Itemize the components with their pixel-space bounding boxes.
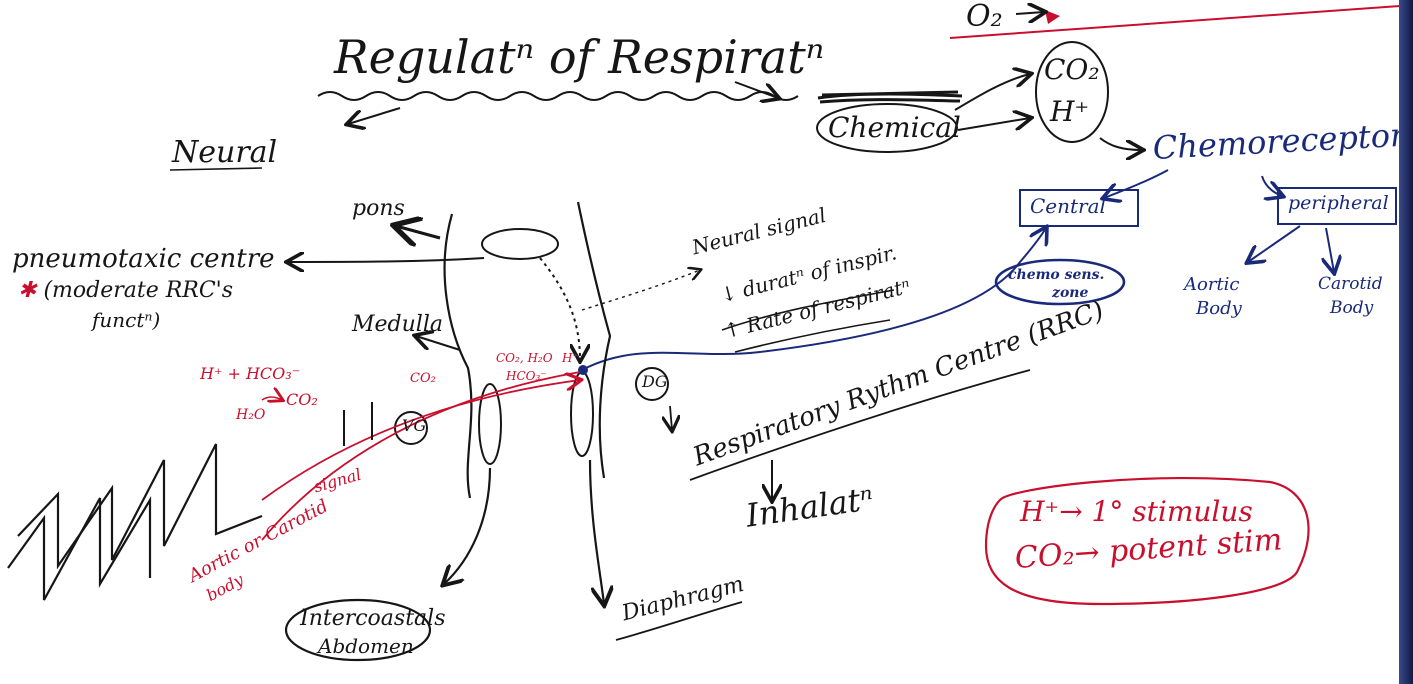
pneumotaxic-note-2: functⁿ)	[92, 310, 160, 330]
peripheral-label: peripheral	[1288, 194, 1389, 213]
dg-neural-signal-dotted-link	[582, 270, 700, 310]
abdomen-label: Abdomen	[318, 636, 414, 656]
pons-arrow	[396, 226, 440, 238]
h-label: H⁺	[562, 352, 579, 364]
top-red-arrow-mark	[1045, 10, 1060, 24]
brainstem-left-wall	[445, 214, 472, 498]
to-central-arrow	[1104, 170, 1168, 198]
pons-oval	[482, 229, 558, 259]
pneumotaxic-note-text-1: (moderate RRC's	[43, 278, 233, 303]
pneumotaxic-note-1: ✱ (moderate RRC's	[18, 280, 233, 302]
top-red-underline	[950, 6, 1400, 38]
vg-to-intercostals-arrow	[444, 468, 490, 584]
aortic-body-label-2: Body	[1196, 300, 1242, 318]
medulla-label: Medulla	[352, 314, 443, 336]
h-hco3-label: H⁺ + HCO₃⁻	[200, 366, 300, 382]
aortic-body-label-1: Aortic	[1184, 276, 1240, 294]
dg-to-rrc-arrow	[670, 406, 672, 430]
pons-label: pons	[352, 198, 405, 220]
intercostals-label: Intercoastals	[300, 608, 446, 630]
brainstem-right-wall	[578, 202, 610, 478]
dg-nucleus-oval	[571, 372, 593, 456]
to-aortic-body-arrow	[1248, 226, 1300, 262]
chemical-heading: Chemical	[828, 114, 961, 142]
dg-label: DG	[642, 374, 668, 390]
title-arrow-right	[735, 82, 778, 98]
oval-to-chemoreceptors-arrow	[1100, 138, 1142, 150]
breathing-zigzag-back	[8, 498, 150, 600]
title-wavy-underline	[318, 92, 798, 100]
co2-h2o-label: CO₂, H₂O	[496, 352, 553, 364]
right-edge-strip	[1399, 0, 1413, 684]
to-carotid-body-arrow	[1326, 228, 1334, 272]
hco3-label: HCO₃⁻	[506, 370, 547, 382]
pons-dg-dotted-link	[540, 258, 580, 360]
o2-label: O₂	[966, 2, 1003, 32]
central-label: Central	[1030, 196, 1106, 216]
vg-label: VG	[402, 418, 426, 434]
co2-label: CO₂	[1044, 56, 1100, 84]
pneumotaxic-arrow	[288, 258, 484, 262]
co2-mid-label: CO₂	[410, 372, 436, 385]
dg-dot	[578, 365, 588, 375]
chemosens-zone-label-2: zone	[1052, 286, 1088, 300]
chemical-arrow-co2	[955, 74, 1030, 110]
chemosens-zone-label-1: chemo sens.	[1008, 268, 1104, 282]
carotid-body-label-1: Carotid	[1318, 276, 1383, 293]
neural-heading: Neural	[172, 138, 277, 168]
crossed-out-word	[818, 92, 962, 102]
chemical-arrow-h	[958, 118, 1030, 130]
red-star-icon: ✱	[18, 278, 36, 303]
red-h2o-arrow	[262, 397, 282, 400]
co2-red-label: CO₂	[286, 392, 318, 408]
o2-arrow	[1016, 12, 1044, 14]
carotid-body-label-2: Body	[1330, 300, 1373, 317]
h-plus-label: H⁺	[1050, 98, 1089, 126]
page-title: Regulatⁿ of Respiratⁿ	[334, 34, 824, 80]
medulla-arrow	[416, 336, 460, 350]
h2o-label: H₂O	[236, 408, 265, 422]
dg-to-diaphragm-arrow	[590, 460, 604, 604]
title-arrow-left	[348, 108, 400, 124]
stimulus-line-1: H⁺→ 1° stimulus	[1020, 498, 1253, 526]
pneumotaxic-centre-label: pneumotaxic centre	[12, 246, 275, 272]
